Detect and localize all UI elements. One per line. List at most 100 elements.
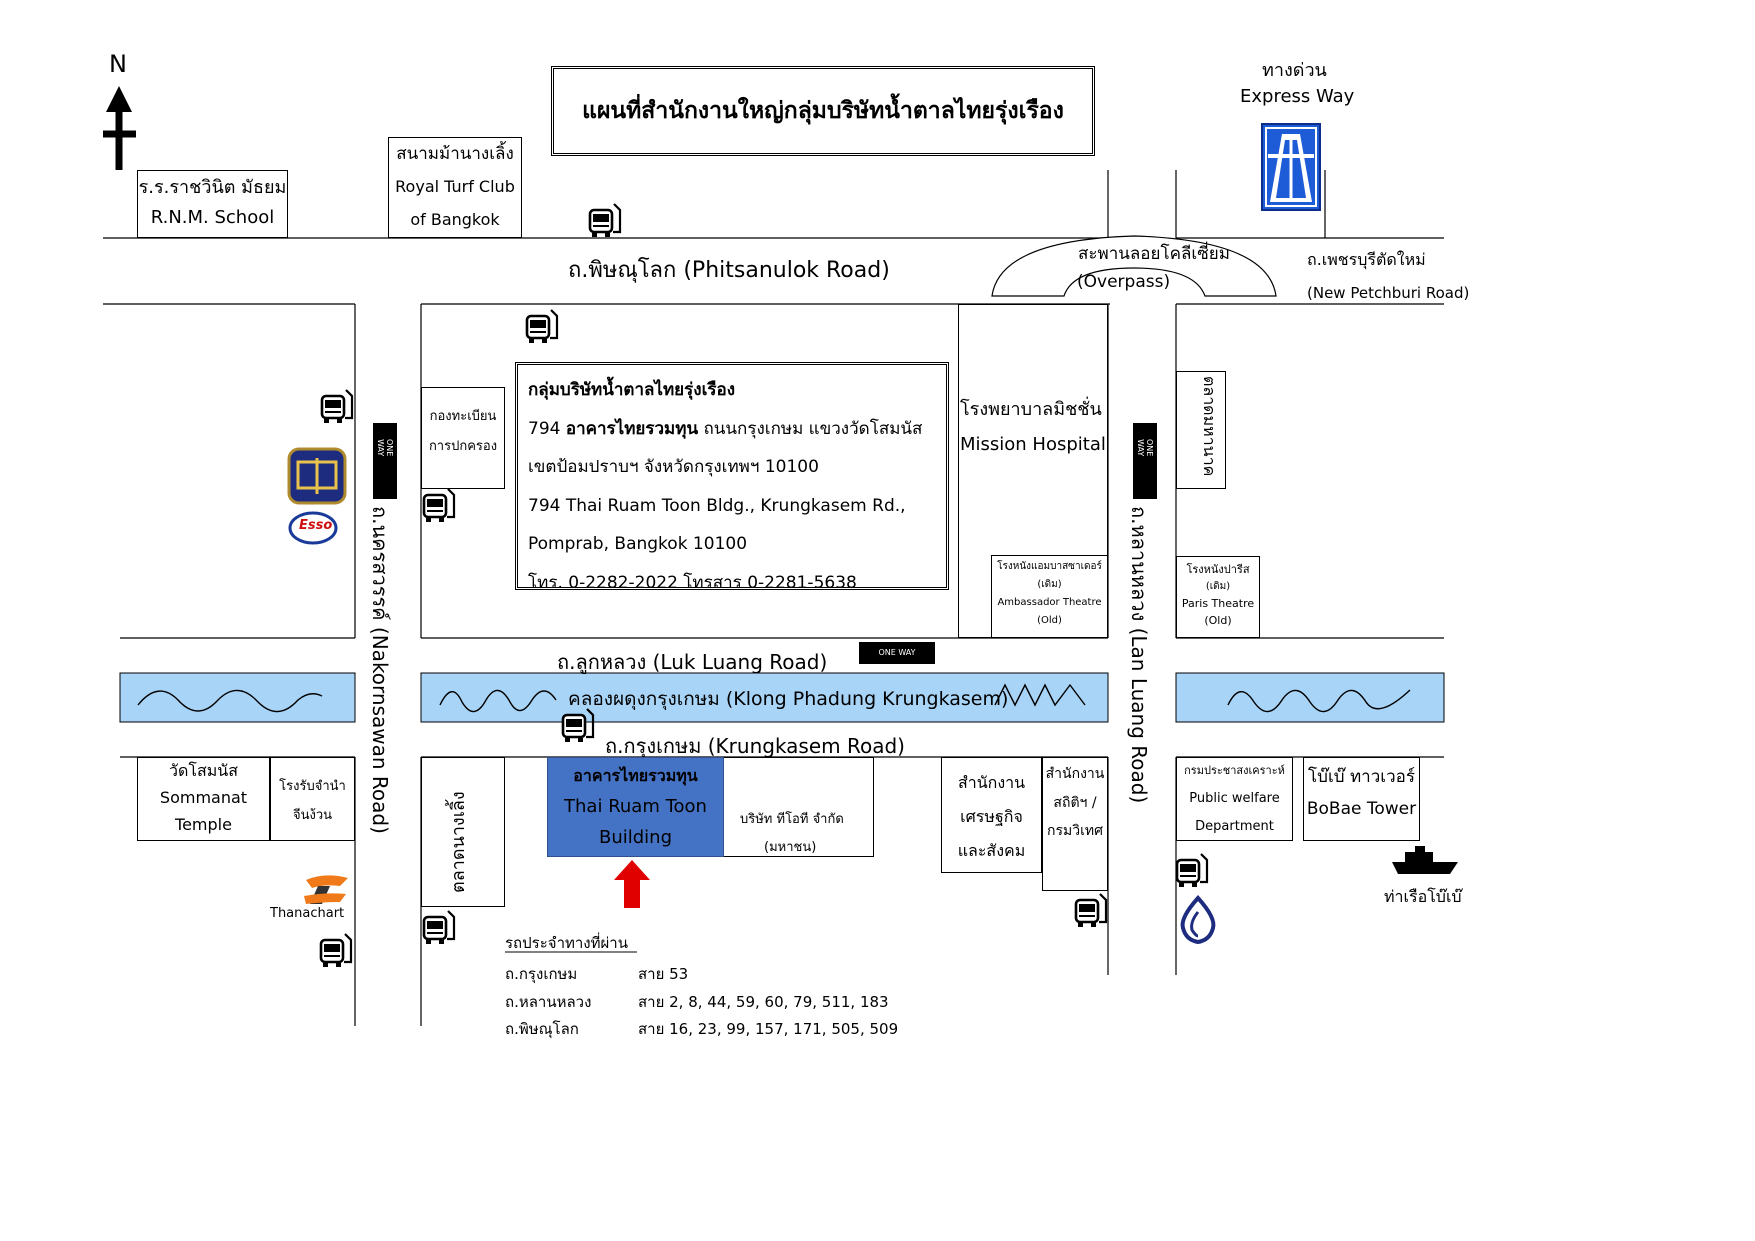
bus-stop-icon bbox=[525, 308, 559, 345]
expressway-th: ทางด่วน bbox=[1262, 60, 1327, 81]
phitsanulok-road bbox=[103, 237, 1444, 305]
tot-th2: (มหาชน) bbox=[764, 840, 817, 855]
paris-old-th: (เดิม) bbox=[1205, 581, 1231, 592]
one-way-text: ONE WAY bbox=[878, 648, 916, 657]
one-way-text: ONE WAY bbox=[1136, 439, 1154, 457]
one-way-text: ONE WAY bbox=[376, 439, 394, 457]
bus-stop-icon bbox=[1175, 852, 1209, 889]
bus-lines-1: สาย 53 bbox=[638, 965, 689, 983]
bus-stop-icon bbox=[320, 388, 354, 425]
hospital-th: โรงพยาบาลมิชชั่น bbox=[960, 399, 1102, 420]
north-arrow-icon bbox=[103, 86, 136, 170]
expressway-en: Express Way bbox=[1240, 86, 1355, 107]
company-name: กลุ่มบริษัทน้ำตาลไทยรุ่งเรือง bbox=[528, 380, 736, 400]
krungkasem-road-label: ถ.กรุงเกษม (Krungkasem Road) bbox=[605, 734, 905, 758]
new-petchburi-th: ถ.เพชรบุรีตัดใหม่ bbox=[1307, 250, 1426, 269]
address-building: อาคารไทยรวมทุน bbox=[565, 418, 699, 439]
paris-theatre-box: โรงหนังปารีส (เดิม) Paris Theatre (Old) bbox=[1176, 556, 1260, 638]
school-th: ร.ร.ราชวินิต มัธยม bbox=[138, 177, 287, 198]
expressway-sign-icon bbox=[1261, 123, 1321, 211]
temple-en1: Sommanat bbox=[159, 788, 248, 807]
nang-loeng-market-box bbox=[421, 757, 505, 907]
company-info-box: กลุ่มบริษัทน้ำตาลไทยรุ่งเรือง 794 อาคารไ… bbox=[515, 362, 949, 593]
lan-luang-road-label: ถ.หลานหลวง (Lan Luang Road) bbox=[1127, 506, 1151, 804]
bus-heading: รถประจำทางที่ผ่าน bbox=[505, 934, 628, 952]
bobae-tower-en: BoBae Tower bbox=[1306, 799, 1417, 819]
bus-stop-icon bbox=[422, 909, 456, 946]
bus-stop-icon bbox=[422, 487, 456, 524]
temple-en2: Temple bbox=[175, 815, 232, 834]
turf-club-box: สนามม้านางเลิ้ง Royal Turf Club of Bangk… bbox=[388, 137, 522, 238]
thanachart-label: Thanachart bbox=[270, 906, 345, 921]
bank-logo-icon bbox=[287, 447, 347, 505]
thanachart-logo-icon bbox=[304, 875, 348, 904]
bobae-pier-label: ท่าเรือโบ๊เบ๊ bbox=[1384, 887, 1462, 906]
welfare-en2: Department bbox=[1195, 819, 1274, 834]
ambassador-old-en: (Old) bbox=[1037, 615, 1062, 626]
address-number: 794 bbox=[528, 418, 566, 439]
bus-stop-icon bbox=[588, 202, 622, 239]
nso-box: สำนักงาน สถิติฯ / กรมวิเทศ bbox=[1042, 757, 1108, 891]
mahanak-market-box bbox=[1176, 371, 1226, 489]
esso-logo-icon bbox=[288, 511, 338, 545]
boat-icon bbox=[1392, 846, 1458, 874]
turf-en1: Royal Turf Club bbox=[395, 177, 515, 196]
one-way-sign-icon: ONE WAY bbox=[859, 642, 935, 664]
bus-road-1: ถ.กรุงเกษม bbox=[505, 965, 578, 983]
registry-l1: กองทะเบียน bbox=[429, 409, 497, 424]
nso-l2: สถิติฯ / bbox=[1053, 795, 1097, 811]
tot-th: บริษัท ทีโอที จำกัด bbox=[740, 812, 844, 827]
registry-l2: การปกครอง bbox=[428, 439, 498, 454]
nso-l1: สำนักงาน bbox=[1045, 766, 1105, 782]
one-way-sign-icon: ONE WAY bbox=[1133, 423, 1157, 499]
tot-box bbox=[724, 757, 874, 857]
welfare-en1: Public welfare bbox=[1189, 791, 1280, 806]
ambassador-th: โรงหนังแอมบาสซาเดอร์ bbox=[997, 561, 1102, 572]
nesdb-l3: และสังคม bbox=[957, 841, 1026, 860]
paris-th: โรงหนังปารีส bbox=[1186, 563, 1250, 576]
bus-stop-icon bbox=[319, 932, 353, 969]
map-title-box: แผนที่สำนักงานใหญ่กลุ่มบริษัทน้ำตาลไทยรุ… bbox=[551, 66, 1095, 156]
school-box: ร.ร.ราชวินิต มัธยม R.N.M. School bbox=[137, 170, 288, 238]
phitsanulok-road-label: ถ.พิษณุโลก (Phitsanulok Road) bbox=[568, 258, 890, 283]
thai-ruam-toon-building: อาคารไทยรวมทุน Thai Ruam Toon Building bbox=[547, 757, 724, 857]
bobae-tower-box: โบ๊เบ๊ ทาวเวอร์ BoBae Tower bbox=[1303, 757, 1420, 841]
address-street: ถนนกรุงเกษม แขวงวัดโสมนัส bbox=[698, 418, 923, 439]
building-th: อาคารไทยรวมทุน bbox=[573, 766, 698, 785]
pawnshop-l2: จีนง้วน bbox=[292, 808, 333, 823]
pawnshop-l1: โรงรับจำนำ bbox=[279, 779, 346, 794]
nakornsawan-road-label: ถ.นครสวรรค์ (Nakornsawan Road) bbox=[368, 506, 392, 834]
nesdb-l2: เศรษฐกิจ bbox=[960, 807, 1023, 826]
temple-th: วัดโสมนัส bbox=[169, 761, 238, 780]
new-petchburi-en: (New Petchburi Road) bbox=[1307, 284, 1470, 302]
company-address-en-1: 794 Thai Ruam Toon Bldg., Krungkasem Rd.… bbox=[528, 495, 906, 516]
school-en: R.N.M. School bbox=[150, 207, 275, 228]
public-welfare-box: กรมประชาสงเคราะห์ Public welfare Departm… bbox=[1176, 757, 1293, 841]
welfare-th: กรมประชาสงเคราะห์ bbox=[1184, 764, 1285, 777]
paris-en: Paris Theatre bbox=[1181, 597, 1255, 610]
klong-label: คลองผดุงกรุงเกษม (Klong Phadung Krungkas… bbox=[568, 688, 1009, 710]
ambassador-theatre-box: โรงหนังแอมบาสซาเดอร์ (เดิม) Ambassador T… bbox=[991, 555, 1108, 638]
company-address-th-2: เขตป้อมปราบฯ จังหวัดกรุงเทพฯ 10100 bbox=[528, 457, 819, 477]
company-phone: โทร. 0-2282-2022 โทรสาร 0-2281-5638 bbox=[528, 572, 857, 593]
bus-stop-icon bbox=[1074, 892, 1108, 929]
company-address-th-1: 794 อาคารไทยรวมทุน ถนนกรุงเกษม แขวงวัดโส… bbox=[528, 410, 936, 449]
nesdb-l1: สำนักงาน bbox=[957, 773, 1026, 792]
hospital-en: Mission Hospital bbox=[960, 434, 1106, 455]
ambassador-en: Ambassador Theatre bbox=[997, 597, 1102, 608]
esso-label: Esso bbox=[299, 518, 333, 533]
bus-lines-2: สาย 2, 8, 44, 59, 60, 79, 511, 183 bbox=[638, 993, 889, 1011]
ambassador-old-th: (เดิม) bbox=[1037, 579, 1062, 590]
overpass bbox=[991, 235, 1277, 297]
bus-road-2: ถ.หลานหลวง bbox=[505, 993, 592, 1011]
paris-old-en: (Old) bbox=[1204, 614, 1232, 627]
pawnshop-box: โรงรับจำนำ จีนง้วน bbox=[270, 757, 355, 841]
company-address-en-2: Pomprab, Bangkok 10100 bbox=[528, 534, 748, 554]
bus-road-3: ถ.พิษณุโลก bbox=[505, 1020, 579, 1038]
temple-box: วัดโสมนัส Sommanat Temple bbox=[137, 757, 270, 841]
registry-office-box: กองทะเบียน การปกครอง bbox=[421, 387, 505, 489]
one-way-sign-icon: ONE WAY bbox=[373, 423, 397, 499]
location-arrow-icon bbox=[614, 860, 650, 908]
turf-th: สนามม้านางเลิ้ง bbox=[396, 144, 514, 164]
building-en2: Building bbox=[598, 827, 673, 848]
